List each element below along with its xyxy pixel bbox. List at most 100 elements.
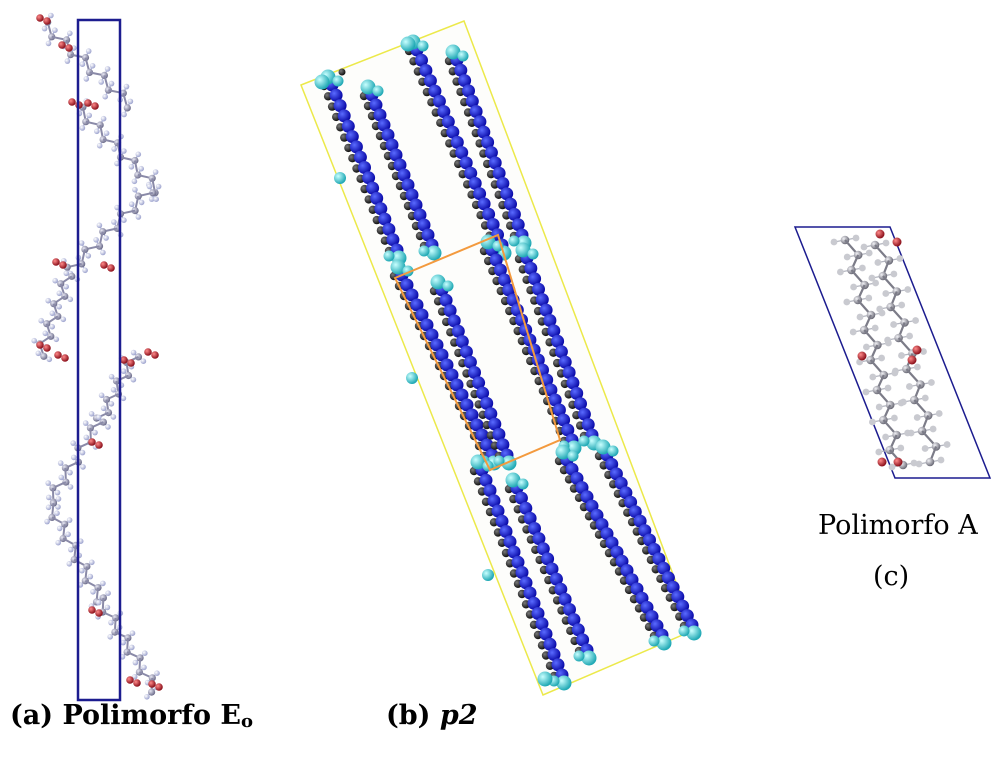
blue-atom (450, 135, 464, 149)
hydrogen-atom (132, 186, 138, 193)
hydrogen-atom (863, 343, 870, 351)
cyan-atom (595, 439, 611, 455)
hydrogen-atom (68, 546, 74, 553)
blue-atom (472, 376, 486, 390)
oxygen-atom (907, 355, 917, 365)
oxygen-atom (84, 99, 92, 107)
blue-atom (473, 187, 487, 201)
blue-atom (430, 338, 444, 352)
hydrogen-atom (138, 199, 145, 206)
hydrogen-atom (140, 358, 147, 365)
blue-atom (484, 146, 498, 160)
blue-atom (454, 63, 468, 77)
hydrogen-atom (874, 259, 882, 266)
blue-atom (435, 348, 449, 362)
blue-atom (576, 633, 590, 647)
hydrogen-atom (45, 480, 51, 486)
cyan-atom (567, 450, 579, 462)
blue-atom (462, 84, 475, 98)
hydrogen-atom (130, 349, 137, 356)
hydrogen-atom (882, 239, 890, 247)
hydrogen-atom (888, 463, 896, 471)
blue-atom (409, 198, 423, 212)
blue-atom (455, 388, 469, 402)
caption-a-subscript: o (240, 711, 253, 732)
cyan-atom (493, 455, 505, 467)
blue-atom (514, 491, 528, 505)
hydrogen-atom (146, 183, 153, 190)
blue-atom (519, 576, 533, 590)
blue-atom (464, 166, 478, 180)
cyan-atom (430, 274, 446, 290)
hydrogen-atom (45, 297, 51, 304)
hydrogen-atom (865, 249, 873, 257)
blue-atom (420, 318, 434, 332)
oxygen-atom (133, 679, 141, 687)
blue-atom (397, 168, 411, 182)
oxygen-atom (43, 17, 51, 25)
cyan-atom (527, 248, 539, 260)
blue-atom (441, 115, 455, 129)
hydrogen-atom (56, 303, 62, 310)
hydrogen-atom (110, 387, 117, 393)
blue-atom (523, 511, 537, 525)
oxygen-atom (95, 441, 103, 449)
hydrogen-atom (52, 277, 58, 284)
hydrogen-atom (121, 148, 127, 154)
oxygen-atom (61, 354, 69, 362)
caption-a: (a) Polimorfo Eo (10, 700, 253, 732)
blue-atom (459, 345, 473, 359)
blue-atom (486, 218, 500, 231)
blue-atom (468, 176, 482, 190)
oxygen-atom (88, 606, 96, 614)
hydrogen-atom (67, 469, 73, 476)
blue-atom (498, 273, 512, 287)
blue-atom (524, 261, 538, 275)
blue-atom (504, 197, 517, 211)
blue-atom (382, 222, 396, 236)
hydrogen-atom (71, 454, 77, 461)
hydrogen-atom (897, 444, 905, 452)
caption-a-text: (a) Polimorfo E (10, 700, 241, 731)
blue-atom (450, 378, 464, 392)
cyan-atom (686, 625, 702, 641)
hydrogen-atom (152, 169, 159, 175)
blue-atom (428, 84, 442, 98)
cyan-atom (332, 75, 344, 87)
hydrogen-atom (67, 30, 73, 37)
hydrogen-atom (79, 567, 85, 574)
oxygen-atom (127, 359, 135, 367)
carbon-atom (148, 174, 156, 182)
blue-atom (480, 396, 494, 410)
hydrogen-atom (49, 323, 55, 330)
hydrogen-atom (890, 270, 898, 278)
hydrogen-atom (120, 368, 127, 375)
oxygen-atom (148, 680, 156, 688)
hydrogen-atom (921, 445, 929, 452)
blue-atom (528, 522, 541, 535)
blue-atom (496, 177, 510, 190)
cyan-atom (505, 472, 521, 488)
blue-atom (492, 166, 506, 180)
hydrogen-atom (878, 354, 885, 362)
hydrogen-atom (120, 395, 127, 402)
cyan-atom (400, 36, 416, 52)
blue-atom (547, 324, 561, 338)
blue-atom (389, 148, 403, 162)
cyan-atom (445, 44, 461, 60)
hydrogen-atom (130, 376, 137, 383)
oxygen-atom (892, 237, 902, 247)
hydrogen-atom (55, 539, 61, 546)
hydrogen-atom (868, 274, 876, 282)
hydrogen-atom (937, 456, 945, 464)
blue-atom (541, 552, 555, 566)
hydrogen-atom (120, 639, 126, 646)
blue-atom (566, 376, 580, 390)
blue-atom (465, 94, 479, 108)
blue-atom (469, 105, 483, 118)
blue-atom (483, 484, 497, 497)
blue-atom (405, 188, 419, 202)
blue-atom (532, 532, 546, 546)
oxygen-atom (912, 345, 922, 355)
blue-atom (571, 623, 585, 637)
